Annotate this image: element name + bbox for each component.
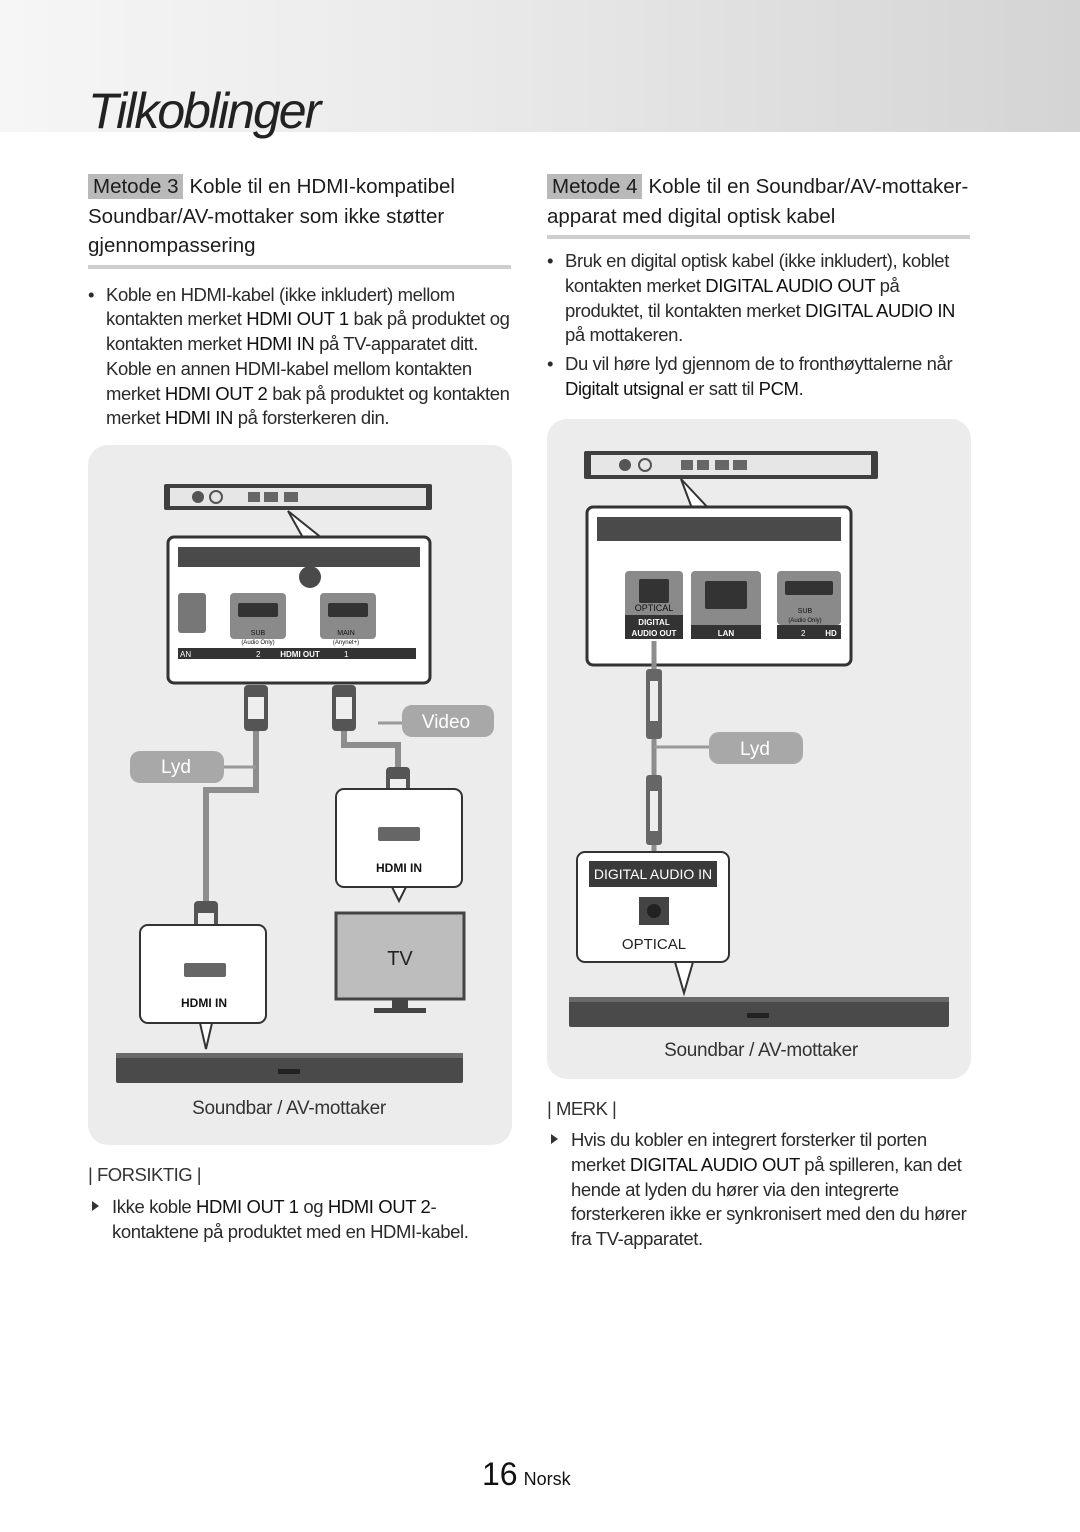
method4-bullet-1: Bruk en digital optisk kabel (ikke inklu… — [547, 249, 970, 348]
video-label-bubble — [402, 705, 494, 737]
digital-audio-in-label: DIGITAL AUDIO IN — [594, 866, 712, 882]
hd-label: HD — [825, 629, 837, 638]
method3-title-line1: Koble til en HDMI-kompatibel — [189, 175, 455, 198]
soundbar — [569, 997, 949, 1027]
port-main-label: MAIN — [337, 630, 355, 637]
tv-label: TV — [387, 948, 413, 970]
lyd-label: Lyd — [161, 757, 191, 778]
video-label: Video — [422, 712, 470, 733]
method4-title-line1: Koble til en Soundbar/AV-mottaker- — [648, 175, 969, 198]
note-heading: | MERK | — [547, 1098, 617, 1119]
caution-heading: | FORSIKTIG | — [88, 1164, 202, 1185]
sub-sublabel: (Audio Only) — [788, 618, 821, 624]
tv-hdmi-in-label: HDMI IN — [376, 861, 422, 875]
method4-bullet-2: Du vil høre lyd gjennom de to fronthøytt… — [547, 352, 970, 402]
method3-bullet: Koble en HDMI-kabel (ikke inkludert) mel… — [88, 283, 511, 432]
method4-connection-diagram: OPTICAL DIGITAL AUDIO OUT LAN SUB (Audio… — [569, 451, 949, 1027]
port-sub-label: SUB — [251, 630, 266, 637]
soundbar — [116, 1053, 463, 1083]
method3-bullet-list: Koble en HDMI-kabel (ikke inkludert) mel… — [88, 283, 511, 432]
method3-caption: Soundbar / AV-mottaker — [192, 1098, 386, 1119]
lyd-label: Lyd — [740, 739, 770, 760]
page-number: 16 — [482, 1456, 518, 1492]
amp-hdmi-in-label: HDMI IN — [181, 996, 227, 1010]
player-zoom-box — [166, 535, 432, 685]
header-banner — [0, 0, 1080, 132]
method4-tag: Metode 4 — [547, 174, 643, 199]
caution-text: Ikke koble HDMI OUT 1 og HDMI OUT 2-kont… — [92, 1195, 522, 1245]
port-main-sublabel: (Anynet+) — [333, 640, 359, 646]
method4-title-line2: apparat med digital optisk kabel — [547, 204, 836, 228]
method3-title-line2: Soundbar/AV-mottaker som ikke støtter — [88, 204, 445, 228]
optical-label: OPTICAL — [635, 603, 674, 613]
method4-caption: Soundbar / AV-mottaker — [664, 1040, 858, 1061]
lyd-label-bubble — [709, 732, 803, 764]
lan-label: LAN — [718, 629, 735, 638]
hdmi-out-num2: 2 — [256, 650, 261, 659]
hdmi-out-label: HDMI OUT — [280, 650, 320, 659]
caution-label: FORSIKTIG — [96, 1164, 193, 1185]
triangle-bullet-icon — [92, 1201, 99, 1211]
sub-label: SUB — [798, 608, 813, 615]
hdmi-out-num1: 1 — [344, 650, 349, 659]
method3-connection-diagram: SUB (Audio Only) MAIN (Anynet+) AN 2 HDM… — [116, 484, 494, 1083]
triangle-bullet-icon — [551, 1134, 558, 1144]
audio-out-label: AUDIO OUT — [632, 629, 677, 638]
note-label: MERK — [555, 1098, 608, 1119]
method4-bullet-list: Bruk en digital optisk kabel (ikke inklu… — [547, 249, 970, 402]
num2-label: 2 — [801, 629, 806, 638]
method3-title-line3: gjennompassering — [88, 234, 256, 257]
tv-screen — [334, 911, 466, 1001]
note-text: Hvis du kobler en integrert forsterker t… — [551, 1128, 975, 1252]
lyd-label-bubble — [130, 751, 224, 783]
page-title: Tilkoblinger — [88, 83, 321, 139]
hdmi-cable-1 — [341, 730, 401, 775]
optical-in-label: OPTICAL — [622, 936, 686, 953]
digital-label: DIGITAL — [638, 618, 670, 627]
hdmi-cable-2 — [203, 730, 259, 905]
method3-tag: Metode 3 — [88, 174, 184, 199]
port-lan-label: AN — [180, 650, 191, 659]
footer-language: Norsk — [523, 1469, 571, 1489]
port-sub-sublabel: (Audio Only) — [241, 640, 274, 646]
